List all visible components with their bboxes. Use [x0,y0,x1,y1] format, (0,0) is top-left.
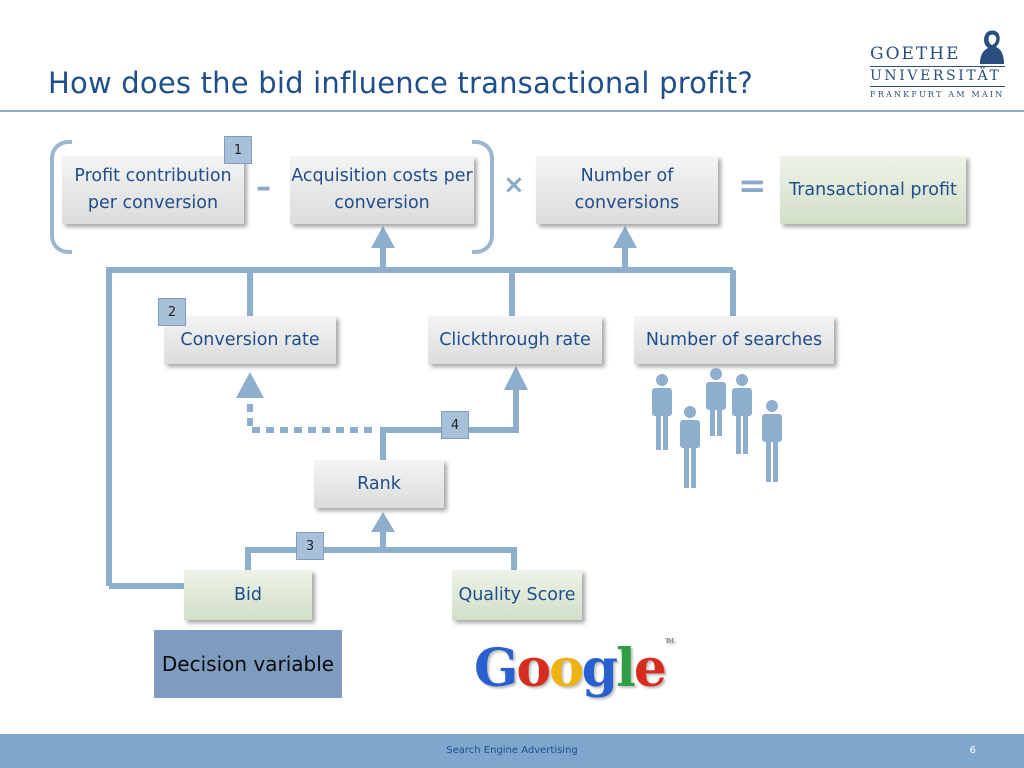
arrowhead-rank [371,512,395,532]
operator-equals: = [738,166,767,206]
box-number-of-conversions: Number of conversions [536,156,718,224]
google-logo: GoogleTM [474,638,674,699]
operator-times: × [503,170,525,200]
google-letter: l [616,638,636,699]
arrowhead-ctr [504,366,528,390]
google-letter: G [474,638,518,699]
box-clickthrough-rate: Clickthrough rate [428,316,602,364]
box-acquisition-costs: Acquisition costs per conversion [290,156,474,224]
google-trademark: TM [665,638,674,645]
person-figure [680,406,700,488]
logo-divider [870,66,1005,67]
box-decision-variable: Decision variable [154,630,342,698]
google-letter: o [549,638,584,699]
footer-bar: Search Engine Advertising 6 [0,734,1024,768]
google-letter: e [633,638,667,699]
person-figure [706,368,726,436]
box-number-of-searches: Number of searches [634,316,834,364]
google-letter: o [516,638,551,699]
google-letter: g [581,638,618,699]
step-tag-4: 4 [441,411,469,439]
arrowhead-convrate [236,372,264,398]
logo-text-frankfurt: FRANKFURT AM MAIN [870,90,1005,99]
goethe-portrait-icon [980,30,1004,64]
connector-bid-quality [245,547,517,570]
title-divider [0,110,1024,112]
footer-title: Search Engine Advertising [446,745,578,756]
box-rank: Rank [314,460,444,508]
box-bid: Bid [184,570,312,620]
step-tag-2: 2 [158,298,186,326]
person-figure [762,400,782,482]
slide-title: How does the bid influence transactional… [48,66,753,100]
box-transactional-profit: Transactional profit [780,156,966,224]
logo-text-goethe: GOETHE [870,44,961,64]
logo-divider [870,86,1005,87]
arrowhead-conv [613,226,637,248]
step-tag-3: 3 [296,532,324,560]
university-logo: GOETHE UNIVERSITÄT FRANKFURT AM MAIN [858,28,1008,102]
person-figure [652,374,672,450]
bracket-right [472,140,494,254]
operator-minus: – [256,170,271,205]
arrowhead-acq [371,226,395,248]
step-tag-1: 1 [224,136,252,164]
people-icon [652,368,782,488]
box-profit-contribution: Profit contribution per conversion [62,156,244,224]
person-figure [732,374,752,454]
logo-text-universitaet: UNIVERSITÄT [870,68,1002,84]
box-quality-score: Quality Score [452,570,582,620]
bracket-left [50,140,72,254]
connector-bus-top [106,267,733,586]
box-conversion-rate: Conversion rate [164,316,336,364]
page-number: 6 [969,745,976,756]
connector-rank-convrate-dotted [247,394,372,433]
